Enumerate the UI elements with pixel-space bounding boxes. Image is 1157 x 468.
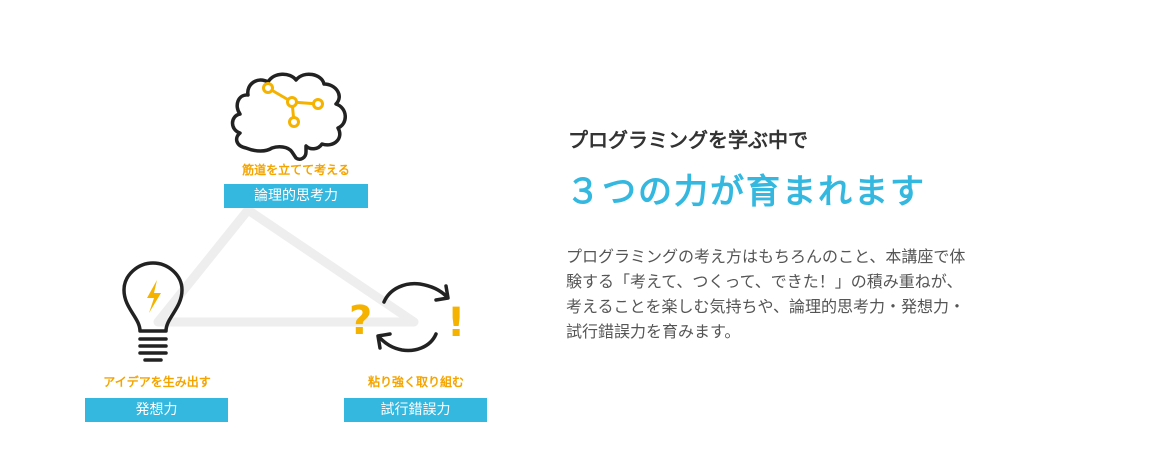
description-line: 考えることを楽しむ気持ちや、論理的思考力・発想力・ — [566, 297, 966, 316]
cycle-arrows-icon — [376, 281, 450, 353]
lightning-bolt-icon — [147, 280, 161, 313]
description-line: 験する「考えて、つくって、できた！」の積み重ねが、 — [566, 272, 963, 291]
logical-caption: 筋道を立てて考える — [242, 163, 350, 177]
description-line: プログラミングの考え方はもちろんのこと、本講座で体 — [566, 247, 966, 266]
trial-and-error-label: 試行錯誤力 — [344, 398, 487, 422]
description-paragraph: プログラミングの考え方はもちろんのこと、本講座で体 験する「考えて、つくって、で… — [566, 244, 1126, 344]
section-headline: プログラミングを学ぶ中で — [568, 128, 808, 152]
exclamation-mark-icon: ! — [447, 300, 465, 346]
diagram-artwork: ? ! — [122, 72, 465, 362]
persistence-caption: 粘り強く取り組む — [367, 375, 464, 389]
section-title: ３つの力が育まれます — [566, 172, 926, 212]
three-skills-diagram: ? ! 筋道を立てて考える 論理的思考力 アイデアを生み出す 発想力 粘り強く取… — [0, 0, 540, 468]
brain-network-icon — [262, 82, 324, 128]
logical-thinking-label: 論理的思考力 — [224, 184, 368, 208]
brain-icon — [230, 72, 347, 161]
creativity-label: 発想力 — [85, 398, 228, 422]
triangle-connector — [153, 205, 419, 327]
question-mark-icon: ? — [349, 298, 372, 344]
description-line: 試行錯誤力を育みます。 — [566, 322, 741, 341]
creative-caption: アイデアを生み出す — [103, 375, 211, 389]
lightbulb-icon — [122, 261, 184, 362]
